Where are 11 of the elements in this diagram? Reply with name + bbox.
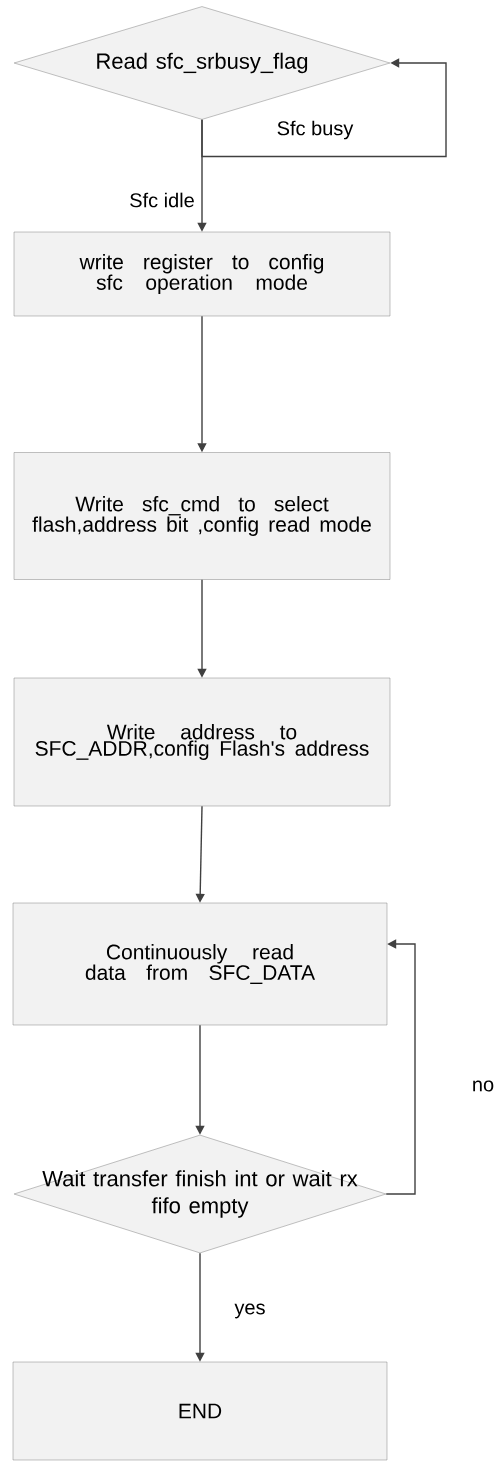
process-box: END	[12, 1361, 388, 1461]
process-box: Continuously read data from SFC_DATA	[12, 902, 388, 1026]
process-box: Write sfc_cmd to select flash,address bit ,config read mode	[13, 452, 391, 580]
process-box: Write address to SFC_ADDR,config Flash's address	[13, 677, 391, 807]
edge-label: Sfc busy	[275, 119, 355, 141]
arrow	[385, 939, 416, 1195]
edge-label: yes	[233, 1302, 267, 1320]
edge-label: no	[470, 1079, 496, 1093]
process-box: write register to config sfc operation mode	[13, 231, 391, 317]
arrow	[201, 58, 447, 158]
edge-label: Sfc idle	[128, 191, 196, 209]
